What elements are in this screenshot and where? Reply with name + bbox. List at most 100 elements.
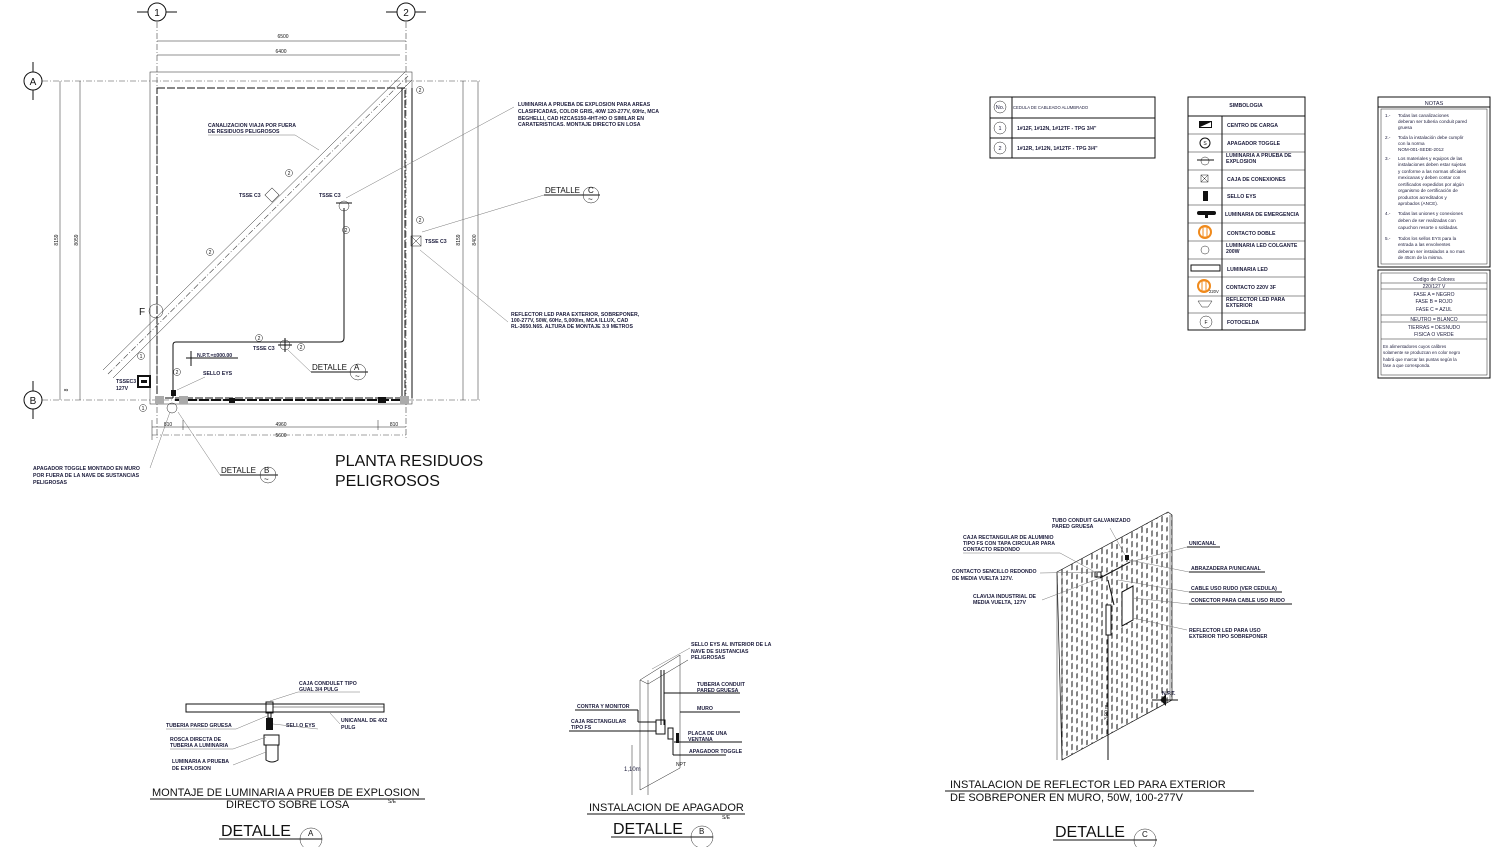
dim-small: 8 (64, 388, 70, 391)
annotation-text: PLACA DE UNA (688, 731, 727, 737)
dim-bottom-mid: 4960 (275, 422, 286, 428)
led-reflector-icon (410, 235, 422, 247)
eys-seal-icon (1203, 191, 1208, 201)
annotation-text: En alimentadores cuyos calibres (1383, 344, 1447, 349)
detalle-b-callout[interactable]: DETALLE B ~ (177, 411, 278, 484)
detalle-c-callout[interactable]: DETALLE C ~ (421, 186, 600, 233)
detalle-a-drawing: CAJA CONDULET TIPO GUAL 3/4 PULG TUBERIA… (150, 681, 425, 847)
annotation-text: solamente se produzcan en color negro (1383, 350, 1461, 355)
load-center-icon (1199, 121, 1212, 128)
detalle-letter: A (308, 829, 314, 838)
annotation-text: CAJA RECTANGULAR (571, 719, 626, 725)
dim-left-outer: 8159 (54, 234, 60, 245)
annotation-text: 5.- (1385, 236, 1391, 241)
dim-left-inner: 8059 (74, 234, 80, 245)
plan-residuos-peligrosos: 1 2 A B 6500 6400 8159 8059 8 8159 8400 … (23, 2, 659, 490)
npt-label: NPT (676, 762, 686, 768)
annotation-text: REFLECTOR LED PARA EXTERIOR, SOBREPONER, (511, 312, 640, 318)
canalization-note: CANALIZACION VIAJA POR FUERA DE RESIDUOS… (208, 123, 320, 151)
annotation-text: capuchon resorte o soldadas. (1398, 225, 1458, 230)
junction-box-icon (1200, 174, 1209, 183)
legend-label-apagador: APAGADOR TOGGLE (1227, 141, 1281, 147)
tsse-label: TSSE C3 (239, 193, 261, 199)
annotation-text: 1 (140, 354, 143, 360)
annotation-text: MEDIA VUELTA, 127V (973, 600, 1026, 606)
annotation-text: con la norma (1398, 141, 1425, 146)
annotation-text: 1.- (1385, 113, 1391, 118)
annotation-text: deberan ser instalados a no mas (1398, 249, 1465, 254)
annotation-text: de 45cm de la misma. (1398, 255, 1443, 260)
outlet-220v-label: 220V (1209, 289, 1219, 294)
sello-eys-label: SELLO EYS (203, 371, 233, 377)
annotation-text: ABRAZADERA P/UNICANAL (1191, 566, 1262, 572)
annotation-text: UNICANAL DE 4X2 (341, 718, 387, 724)
npt-label: N.P.T.=±000.00 (197, 353, 232, 359)
luminaire-note: LUMINARIA A PRUEBA DE EXPLOSION PARA ARE… (345, 102, 659, 199)
cedula-header-no: No. (996, 105, 1005, 111)
cedula-table: No. CEDULA DE CABLEADO ALUMBRADO 1 1#12F… (989, 96, 1156, 159)
annotation-text: NAVE DE SUSTANCIAS (691, 649, 749, 655)
grid-marker-1: 1 (147, 2, 167, 22)
detalle-letter: B (699, 827, 704, 836)
toggle-switch-icon (676, 733, 679, 743)
cedula-row-no: 1 (998, 126, 1001, 132)
double-outlet-icon (1198, 225, 1212, 239)
annotation-text: 2.- (1385, 135, 1391, 140)
annotation-text: CAJA RECTANGULAR DE ALUMINIO (963, 535, 1054, 541)
legend-label-contacto-220: CONTACTO 220V 3F (1226, 285, 1276, 291)
eys-seal-icon (266, 718, 273, 730)
grid-marker-b: B (23, 390, 43, 410)
notas-title: NOTAS (1425, 101, 1444, 107)
dim-top-outer: 6500 (277, 34, 288, 40)
annotation-text: CONECTOR PARA CABLE USO RUDO (1191, 598, 1285, 604)
annotation-text: DETALLE (312, 363, 347, 372)
neutro: NEUTRO = BLANCO (1410, 317, 1457, 323)
annotation-text: 2 (419, 218, 422, 224)
toggle-switch-icon (166, 402, 178, 414)
annotation-text: PELIGROSAS (33, 480, 68, 486)
annotation-text: ~ (355, 372, 360, 381)
height-label: 3.90 m (1104, 705, 1110, 720)
annotation-text: 2 (258, 336, 261, 342)
colores-title: Codigo de Colores (1413, 277, 1455, 283)
emergency-light-icon (1197, 211, 1216, 218)
tsse-label: TSSE C3 (319, 193, 341, 199)
reflector-note: REFLECTOR LED PARA EXTERIOR, SOBREPONER,… (419, 249, 640, 330)
annotation-text: DETALLE (545, 186, 580, 195)
grid-marker-a: A (23, 71, 43, 91)
detalle-a-subtitle: DIRECTO SOBRE LOSA (226, 799, 350, 811)
detalle-label: DETALLE (613, 821, 683, 838)
led-luminaire-icon (1190, 264, 1221, 272)
scale-label: S/E (722, 815, 731, 821)
annotation-text: 3.- (1385, 156, 1391, 161)
annotation-text: TUBERIA PARED GRUESA (166, 723, 232, 729)
annotation-text: CARATERISTICAS. MONTAJE DIRECTO EN LOSA (518, 122, 641, 128)
fase-b: FASE B = ROJO (1415, 299, 1452, 305)
detalle-c-drawing: TUBO CONDUIT GALVANIZADO PARED GRUESA CA… (945, 511, 1292, 847)
annotation-text: CONTRA Y MONITOR (577, 704, 630, 710)
explosion-proof-luminaire-icon (1197, 156, 1214, 166)
fase-a: FASE A = NEGRO (1414, 292, 1455, 298)
annotation-text: deben de ser realizadas con (1398, 218, 1456, 223)
legend-label-sello: SELLO EYS (1227, 194, 1257, 200)
tierras-2: FISICA O VERDE (1414, 332, 1454, 338)
annotation-text: LUMINARIA A PRUEBA (172, 759, 229, 765)
annotation-text: fase a que corresponda. (1383, 363, 1430, 368)
photocell-icon: F (1199, 315, 1213, 329)
annotation-text: TIPO FS (571, 725, 592, 731)
grid-label: A (30, 77, 37, 88)
outer-wall (149, 71, 413, 405)
fs-box (655, 719, 666, 735)
photocell-label: F (139, 307, 145, 318)
annotation-text: REFLECTOR LED PARA USO (1189, 628, 1261, 634)
scale-label: S/E (388, 799, 397, 805)
fase-c: FASE C = AZUL (1416, 307, 1452, 313)
inner-wall (156, 87, 406, 399)
detalle-a-callout[interactable]: DETALLE A ~ (287, 349, 368, 381)
annotation-text: 2 (176, 370, 179, 376)
dim-top-inner: 6400 (275, 49, 286, 55)
annotation-text: SELLO EYS AL INTERIOR DE LA (691, 642, 772, 648)
annotation-text: TUBO CONDUIT GALVANIZADO (1052, 518, 1130, 524)
eys-seal-icon (171, 390, 176, 396)
